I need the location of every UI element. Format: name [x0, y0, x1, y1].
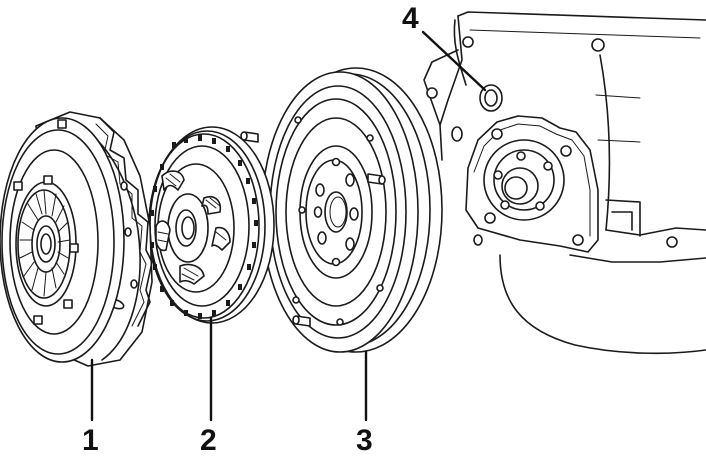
pressure-plate: [0, 111, 153, 367]
callout-4: 4: [402, 2, 419, 35]
callout-1: 1: [82, 424, 99, 457]
leader-lines: [90, 30, 487, 422]
callout-3: 3: [356, 424, 373, 457]
damper-springs: [155, 170, 231, 285]
clutch-disc: [148, 126, 275, 324]
flywheel: [240, 67, 443, 353]
diaphragm-fingers: [19, 189, 71, 297]
callout-2: 2: [200, 424, 217, 457]
crankshaft-seal-ring: [479, 84, 503, 112]
seal-housing: [465, 115, 599, 253]
